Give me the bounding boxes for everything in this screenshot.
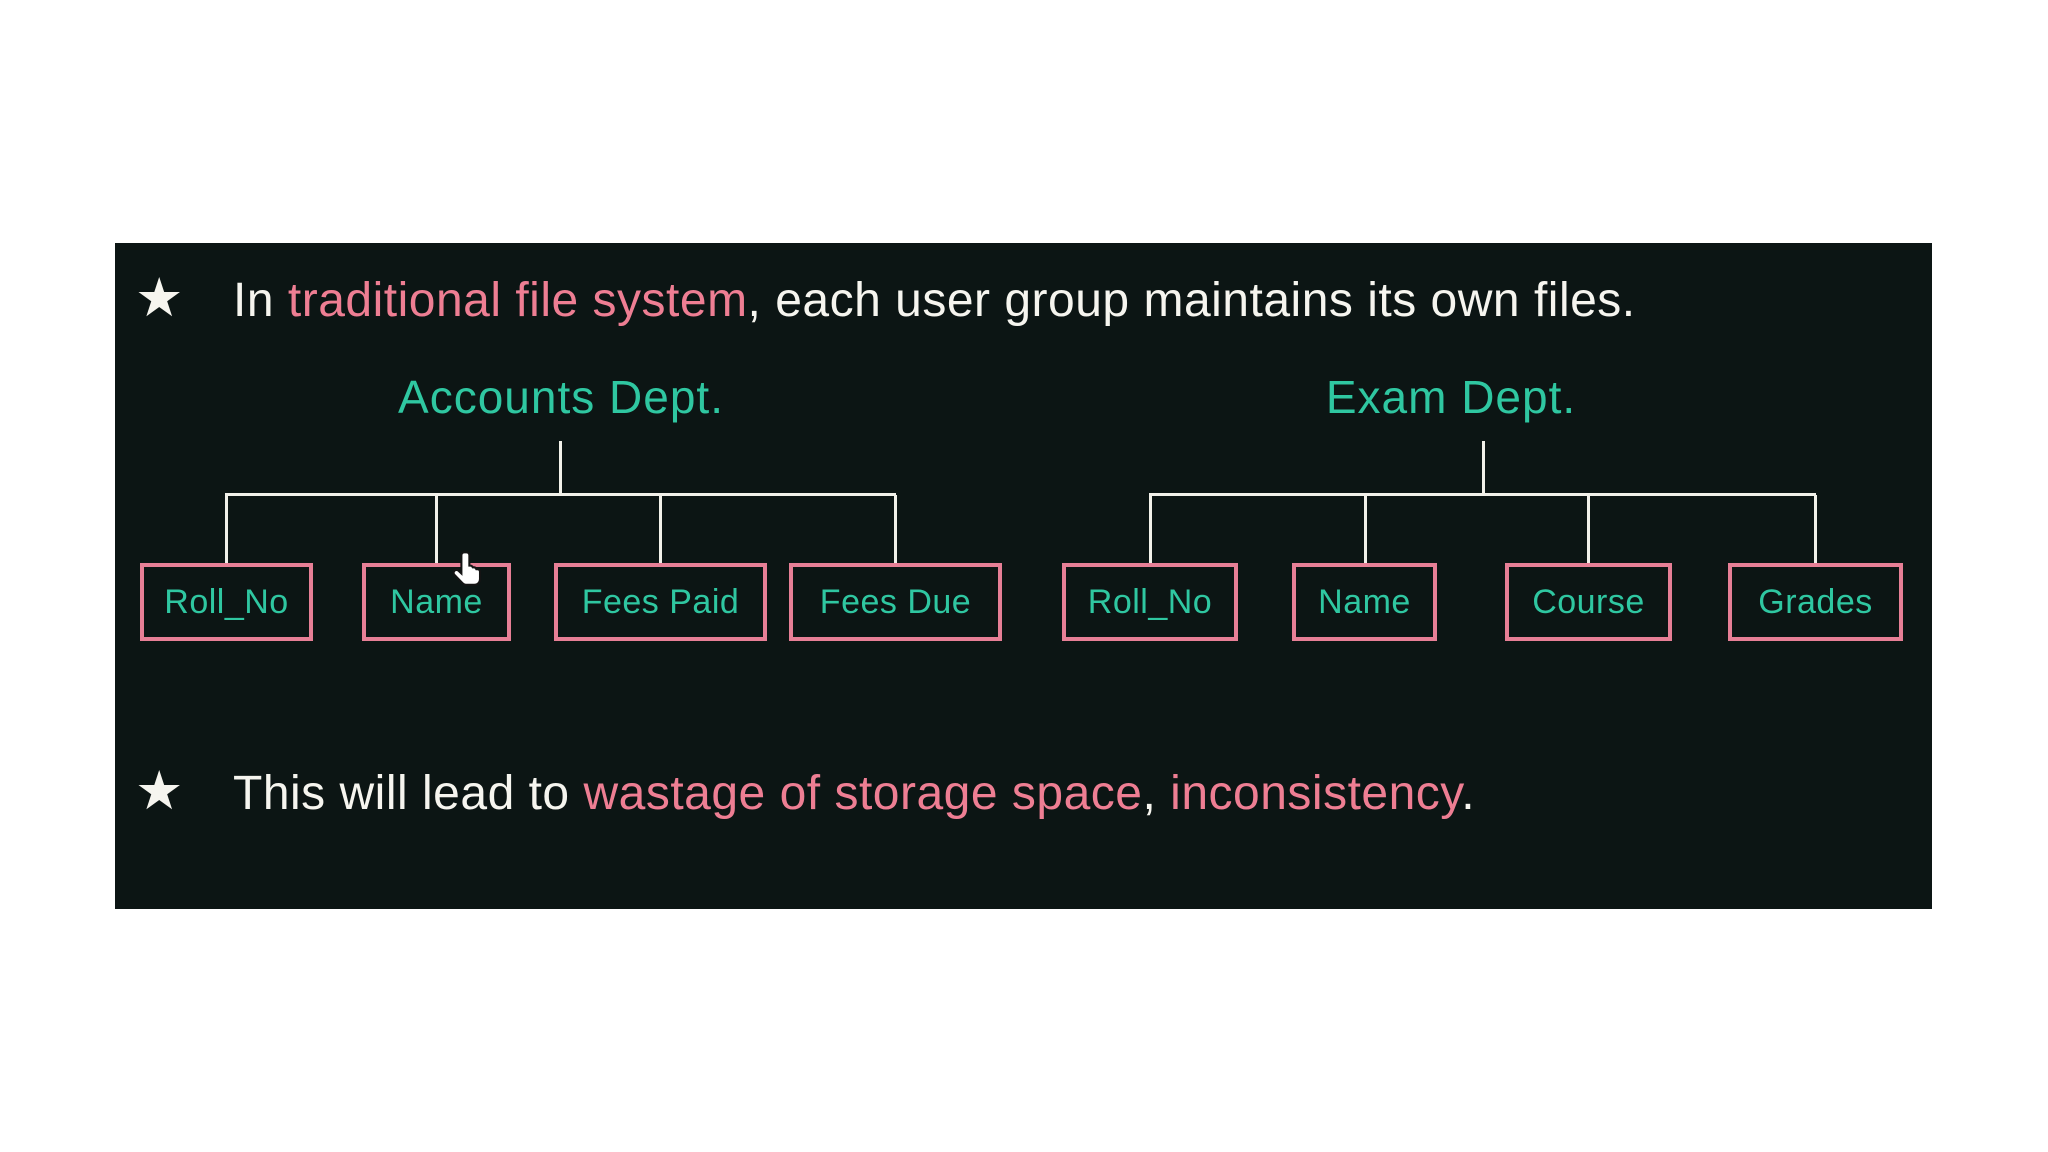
accounts-drop-line-2 xyxy=(435,495,438,563)
bullet2-text-pink-2: inconsistency xyxy=(1156,767,1462,820)
exam-drop-line-4 xyxy=(1814,495,1817,563)
accounts-box-name: Name xyxy=(362,563,511,641)
accounts-root-connector-line xyxy=(559,441,562,495)
accounts-drop-line-4 xyxy=(894,495,897,563)
exam-box-grades: Grades xyxy=(1728,563,1903,641)
exam-box-roll-no: Roll_No xyxy=(1062,563,1238,641)
exam-dept-label: Exam Dept. xyxy=(1325,371,1577,423)
bullet2-text-white-3: . xyxy=(1461,767,1476,820)
accounts-box-fees-paid: Fees Paid xyxy=(554,563,767,641)
accounts-horizontal-connector-line xyxy=(225,493,896,496)
star-bullet-icon: ★ xyxy=(135,268,184,328)
accounts-drop-line-3 xyxy=(659,495,662,563)
bullet2-text-white-2: , xyxy=(1142,767,1157,820)
bullet2-text-white-1: This will lead to xyxy=(233,767,584,820)
bullet1-text-white-1: In xyxy=(233,274,288,327)
slide-panel: ★ In traditional file system, each user … xyxy=(115,243,1932,909)
bullet2-text-pink-1: wastage of storage space xyxy=(583,767,1143,820)
exam-horizontal-connector-line xyxy=(1149,493,1816,496)
exam-drop-line-2 xyxy=(1364,495,1367,563)
bullet-line-traditional-file-system: In traditional file system, each user gr… xyxy=(233,273,1636,329)
exam-drop-line-1 xyxy=(1149,495,1152,563)
exam-box-course: Course xyxy=(1505,563,1672,641)
bullet-line-wastage-inconsistency: This will lead to wastage of storage spa… xyxy=(233,766,1475,822)
exam-drop-line-3 xyxy=(1587,495,1590,563)
exam-box-name: Name xyxy=(1292,563,1437,641)
accounts-drop-line-1 xyxy=(225,495,228,563)
exam-root-connector-line xyxy=(1482,441,1485,495)
hand-pointer-cursor xyxy=(446,548,484,597)
bullet1-text-pink: traditional file system xyxy=(287,274,748,327)
star-bullet-icon: ★ xyxy=(135,761,184,821)
accounts-dept-label: Accounts Dept. xyxy=(398,371,724,423)
bullet1-text-white-2: , each user group maintains its own file… xyxy=(747,274,1636,327)
accounts-box-roll-no: Roll_No xyxy=(140,563,313,641)
accounts-box-fees-due: Fees Due xyxy=(789,563,1002,641)
